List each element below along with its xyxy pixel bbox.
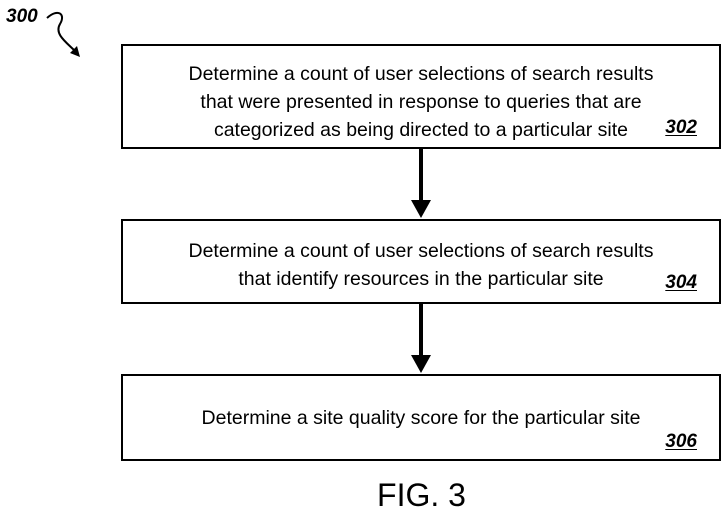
step-302-line-1: Determine a count of user selections of …	[188, 63, 654, 85]
step-box-306: Determine a site quality score for the p…	[121, 374, 721, 461]
step-text-304: Determine a count of user selections of …	[123, 237, 719, 293]
step-box-304: Determine a count of user selections of …	[121, 219, 721, 304]
step-text-302: Determine a count of user selections of …	[123, 60, 719, 144]
step-304-line-2: that identify resources in the particula…	[238, 268, 604, 290]
step-box-302: Determine a count of user selections of …	[121, 44, 721, 149]
connector-arrow-304-306	[411, 304, 431, 373]
step-number-306: 306	[665, 431, 697, 452]
step-number-302: 302	[665, 117, 697, 138]
step-number-304: 304	[665, 272, 697, 293]
figure-caption: FIG. 3	[377, 477, 466, 513]
step-text-306: Determine a site quality score for the p…	[123, 404, 719, 432]
connector-arrow-302-304	[411, 149, 431, 218]
step-302-line-2: that were presented in response to queri…	[200, 91, 642, 113]
figure-reference-number: 300	[6, 6, 38, 27]
step-306-line-1: Determine a site quality score for the p…	[201, 407, 641, 429]
step-304-line-1: Determine a count of user selections of …	[188, 240, 654, 262]
reference-leader-arrow-icon	[46, 11, 80, 57]
step-302-line-3: categorized as being directed to a parti…	[213, 119, 629, 141]
